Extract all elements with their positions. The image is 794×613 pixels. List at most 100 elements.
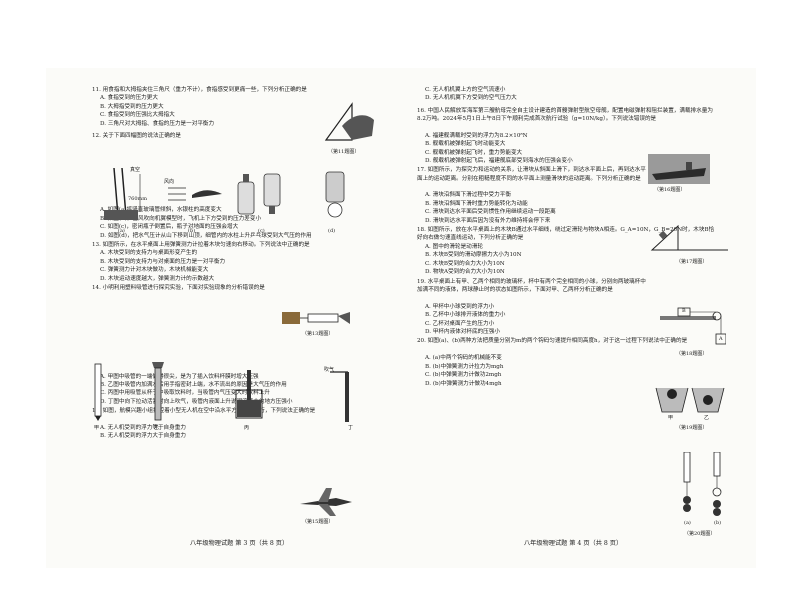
ball-suspended [703, 395, 713, 405]
option: A. 图中的滑轮是动滑轮 [425, 244, 483, 251]
figure-12d-bottle [325, 171, 345, 218]
option: C. 木块B受到的合力大小为10N [425, 260, 505, 267]
page-footer-right: 八年级物理试题 第 4 页（共 8 页） [524, 540, 623, 547]
bottle [325, 171, 345, 203]
cup-jia [655, 387, 689, 413]
tube [113, 167, 119, 217]
hand-shape [342, 115, 374, 140]
figure-18-pulley [660, 307, 726, 345]
option: B. 如图(b)，当风吹向机翼模型时，飞机上下方受到的压力差变小 [100, 215, 262, 222]
option: C. 滑块到达水平面后受到惯性作用继续运动一段距离 [425, 209, 556, 216]
option: B. 木块受到的支持力与对桌面的压力是一对平衡力 [100, 258, 226, 265]
option: D. 物块A受到的合力大小为10N [425, 269, 505, 276]
option: B. 滑块沿斜面下滑时重力势能转化为动能 [425, 200, 528, 207]
weight [713, 500, 721, 508]
figure-11-hand-triangle [324, 102, 374, 141]
question-17: 17. 如图所示，为探究力和运动的关系，让滑块从斜面上滑下，到达水平面上后，再到… [417, 166, 717, 225]
block-a-label: A [719, 336, 723, 342]
figure-20a-label: (a) [684, 520, 691, 526]
bottle-cap [243, 174, 249, 182]
question-stem: 15. 如图，航模兴趣小组操控着小型无人机在空中沿水平方向匀速飞行，下列说法正确… [92, 408, 316, 415]
option: A. 食指受到的压力更大 [100, 95, 158, 102]
vacuum-label: 真空 [130, 167, 141, 173]
question-stem: 11. 用食指和大拇指夹住三角尺（重力不计），食指感受到更痛一些，下列分析正确的… [92, 87, 307, 93]
option: C. 无人机机翼上方的空气流速小 [425, 87, 506, 93]
option: B. 木块B受到的滑动摩擦力大小为10N [425, 252, 522, 259]
figure-13-spring-scale [282, 312, 350, 324]
option: C. 弹簧测力计对木块做功，木块机械能变大 [100, 267, 209, 274]
wing [318, 504, 336, 516]
option: D. 三角尺对大拇指、食指的压力是一对平衡力 [100, 120, 215, 127]
figure-16-caption: （第16题图） [654, 187, 686, 193]
left-column: 11. 用食指和大拇指夹住三角尺（重力不计），食指感受到更痛一些，下列分析正确的… [92, 86, 392, 441]
figure-20-caption: （第20题图） [684, 531, 716, 537]
straw [345, 372, 349, 422]
page-footer-left: 八年级物理试题 第 3 页（共 8 页） [190, 540, 289, 547]
option: D. 如图(d)，把水气压计从山下移到山顶，细管内的水柱上升乒乓球受到大气压的作… [100, 232, 312, 239]
option: B. 乙图中吸管内加满水后用手指密封上端，水不流出的原因是大气压的作用 [100, 381, 287, 388]
option: A. 甲杯中小球受到的浮力小 [425, 303, 495, 310]
option: B. 舰载机被弹射起飞时动能变大 [425, 141, 506, 148]
straw [154, 367, 162, 421]
option: C. 舰载机被弹射起飞时，重力势能变大 [425, 149, 523, 156]
figure-14c-cup [235, 370, 263, 419]
figure-19-caption: （第19题图） [676, 425, 708, 431]
finger [152, 362, 164, 368]
question-11: 11. 用食指和大拇指夹住三角尺（重力不计），食指感受到更痛一些，下列分析正确的… [92, 86, 392, 128]
option: A. 无人机受到的浮力等于自身重力 [100, 424, 186, 431]
figure-20b-label: (b) [714, 520, 722, 526]
question-stem: 18. 如图所示，放在水平桌面上的木块B通过水平细线，绕过定滑轮与物块A相连。G… [417, 227, 715, 242]
option: A. 福建舰满载时受到的浮力为8.2×10⁸N [425, 132, 528, 139]
question-stem: 13. 如图所示，在水平桌面上用弹簧测力计拉着木块匀速向右移动。下列说法中正确的… [92, 242, 310, 249]
table-top [660, 316, 716, 320]
figure-15-caption: （第15题图） [302, 519, 334, 525]
figure-14d-straws [330, 371, 349, 422]
figure-17-slope [650, 224, 728, 251]
figure-14a-label: 甲 [94, 425, 100, 431]
option: C. 如图(c)，密闭瓶子倒置后，瓶子对地面的压强会增大 [100, 224, 239, 231]
wing [318, 488, 332, 502]
question-stem: 20. 如图(a)、(b)两种方法把质量分别为m的两个钩码匀速提升相同高度h，对… [417, 338, 688, 345]
option: A. (a)中两个钩码的机械能不变 [425, 355, 502, 362]
question-stem: 19. 水平桌面上有甲、乙两个相同的玻璃杯，杯中有两个完全相同的小球，分别向两玻… [417, 278, 646, 294]
figure-12a-label: (a) [118, 228, 125, 234]
figure-19-cups [655, 387, 725, 413]
option: D. 滑块到达水平面后因为没有外力维持将会停下来 [425, 217, 551, 224]
block-b-label: B [682, 308, 686, 314]
mercury-dish [104, 210, 138, 220]
option: C. 食指受到的压强比大拇指大 [100, 112, 175, 119]
figure-14a-straw [94, 363, 102, 421]
question-stem: 12. 关于下面四幅图的说法正确的是 [92, 133, 181, 140]
figure-14b-straw-finger [152, 362, 164, 421]
pulley [712, 487, 722, 497]
question-18: 18. 如图所示，放在水平桌面上的木块B通过水平细线，绕过定滑轮与物块A相连。G… [417, 226, 717, 277]
option: A. 如图(a)将竖直玻璃管倾斜，水银柱的高度变大 [100, 207, 222, 214]
exam-sheet [46, 68, 756, 568]
figure-15-model-plane [300, 488, 352, 516]
straw-tip [95, 416, 101, 421]
straw [94, 363, 102, 417]
option: A. 甲图中吸管的一端做得很尖，是为了插入饮料杯膜时增大压强 [100, 373, 259, 380]
wood-block [282, 312, 300, 324]
figure-12b-wing [168, 187, 222, 201]
ball-floating [667, 389, 677, 399]
carrier-hull [652, 168, 706, 180]
question-stem: 17. 如图所示，为探究力和运动的关系，让滑块从斜面上滑下，到达水平面上后，再到… [417, 167, 646, 182]
spring-scale-a [683, 452, 691, 483]
option: D. 舰载机被弹射起飞后，福建舰底部受到海水的压强会变小 [425, 158, 573, 165]
weight [683, 504, 691, 512]
option: B. 大拇指受到的压力更大 [100, 103, 164, 110]
option: D. 丁图中向下拉动活塞时向上吹气，吸管内液面上升说明流速大的地方压强小 [100, 398, 293, 405]
wind-label: 风向 [164, 179, 175, 185]
question-14: 14. 小明利用塑料吸管进行探究实验，下面对实验现象的分析错误的是 A. 甲图中… [92, 284, 392, 406]
ping-pong-ball [327, 202, 343, 218]
figure-18-caption: （第18题图） [676, 351, 708, 357]
figure-14b-label: 乙 [154, 425, 160, 431]
question-13: 13. 如图所示，在水平桌面上用弹簧测力计拉着木块匀速向右移动。下列说法中正确的… [92, 241, 392, 283]
height-label: 760mm [128, 196, 148, 202]
drink [237, 400, 261, 417]
tube [121, 167, 127, 217]
option: D. 无人机机翼下方受到的空气压力大 [425, 95, 517, 102]
cup [235, 389, 263, 419]
question-15: 15. 如图，航模兴趣小组操控着小型无人机在空中沿水平方向匀速飞行，下列说法正确… [92, 407, 392, 440]
